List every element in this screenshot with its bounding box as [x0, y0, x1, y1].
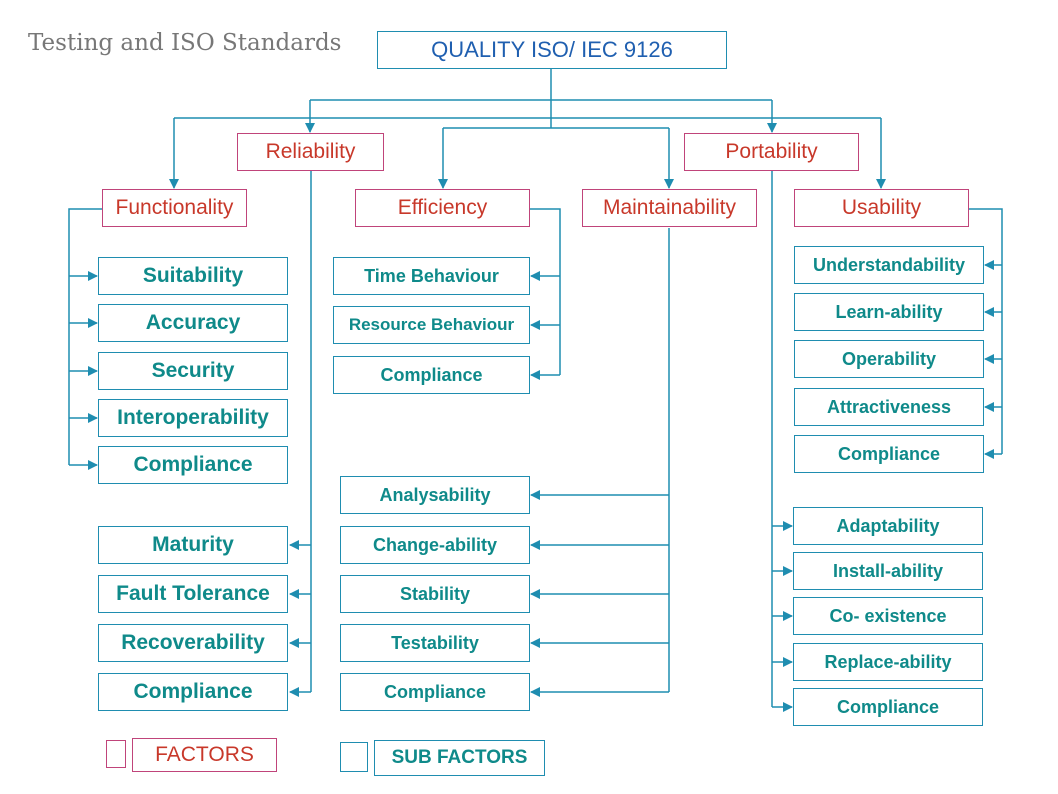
factor-reliability: Reliability [237, 133, 384, 171]
factor-usability: Usability [794, 189, 969, 227]
subfactor-maturity: Maturity [98, 526, 288, 564]
factor-portability: Portability [684, 133, 859, 171]
subfactor-fault-tolerance: Fault Tolerance [98, 575, 288, 613]
subfactor-resource-behaviour: Resource Behaviour [333, 306, 530, 344]
subfactor-replace-ability: Replace-ability [793, 643, 983, 681]
subfactor-change-ability: Change-ability [340, 526, 530, 564]
subfactor-functionality-compliance: Compliance [98, 446, 288, 484]
subfactor-install-ability: Install-ability [793, 552, 983, 590]
factor-functionality: Functionality [102, 189, 247, 227]
subfactor-maintainability-compliance: Compliance [340, 673, 530, 711]
subfactor-testability: Testability [340, 624, 530, 662]
page-title: Testing and ISO Standards [28, 30, 342, 56]
subfactor-security: Security [98, 352, 288, 390]
subfactor-adaptability: Adaptability [793, 507, 983, 545]
subfactor-accuracy: Accuracy [98, 304, 288, 342]
legend-factor-swatch [106, 740, 126, 768]
legend-factors-label: FACTORS [132, 738, 277, 772]
legend-subfactor-swatch [340, 742, 368, 772]
subfactor-stability: Stability [340, 575, 530, 613]
subfactor-usability-compliance: Compliance [794, 435, 984, 473]
root-node: QUALITY ISO/ IEC 9126 [377, 31, 727, 69]
subfactor-suitability: Suitability [98, 257, 288, 295]
subfactor-interoperability: Interoperability [98, 399, 288, 437]
factor-maintainability: Maintainability [582, 189, 757, 227]
subfactor-portability-compliance: Compliance [793, 688, 983, 726]
subfactor-time-behaviour: Time Behaviour [333, 257, 530, 295]
legend-sub-factors-label: SUB FACTORS [374, 740, 545, 776]
subfactor-reliability-compliance: Compliance [98, 673, 288, 711]
subfactor-understandability: Understandability [794, 246, 984, 284]
subfactor-co-existence: Co- existence [793, 597, 983, 635]
subfactor-learn-ability: Learn-ability [794, 293, 984, 331]
subfactor-analysability: Analysability [340, 476, 530, 514]
subfactor-recoverability: Recoverability [98, 624, 288, 662]
subfactor-operability: Operability [794, 340, 984, 378]
factor-efficiency: Efficiency [355, 189, 530, 227]
subfactor-attractiveness: Attractiveness [794, 388, 984, 426]
subfactor-efficiency-compliance: Compliance [333, 356, 530, 394]
